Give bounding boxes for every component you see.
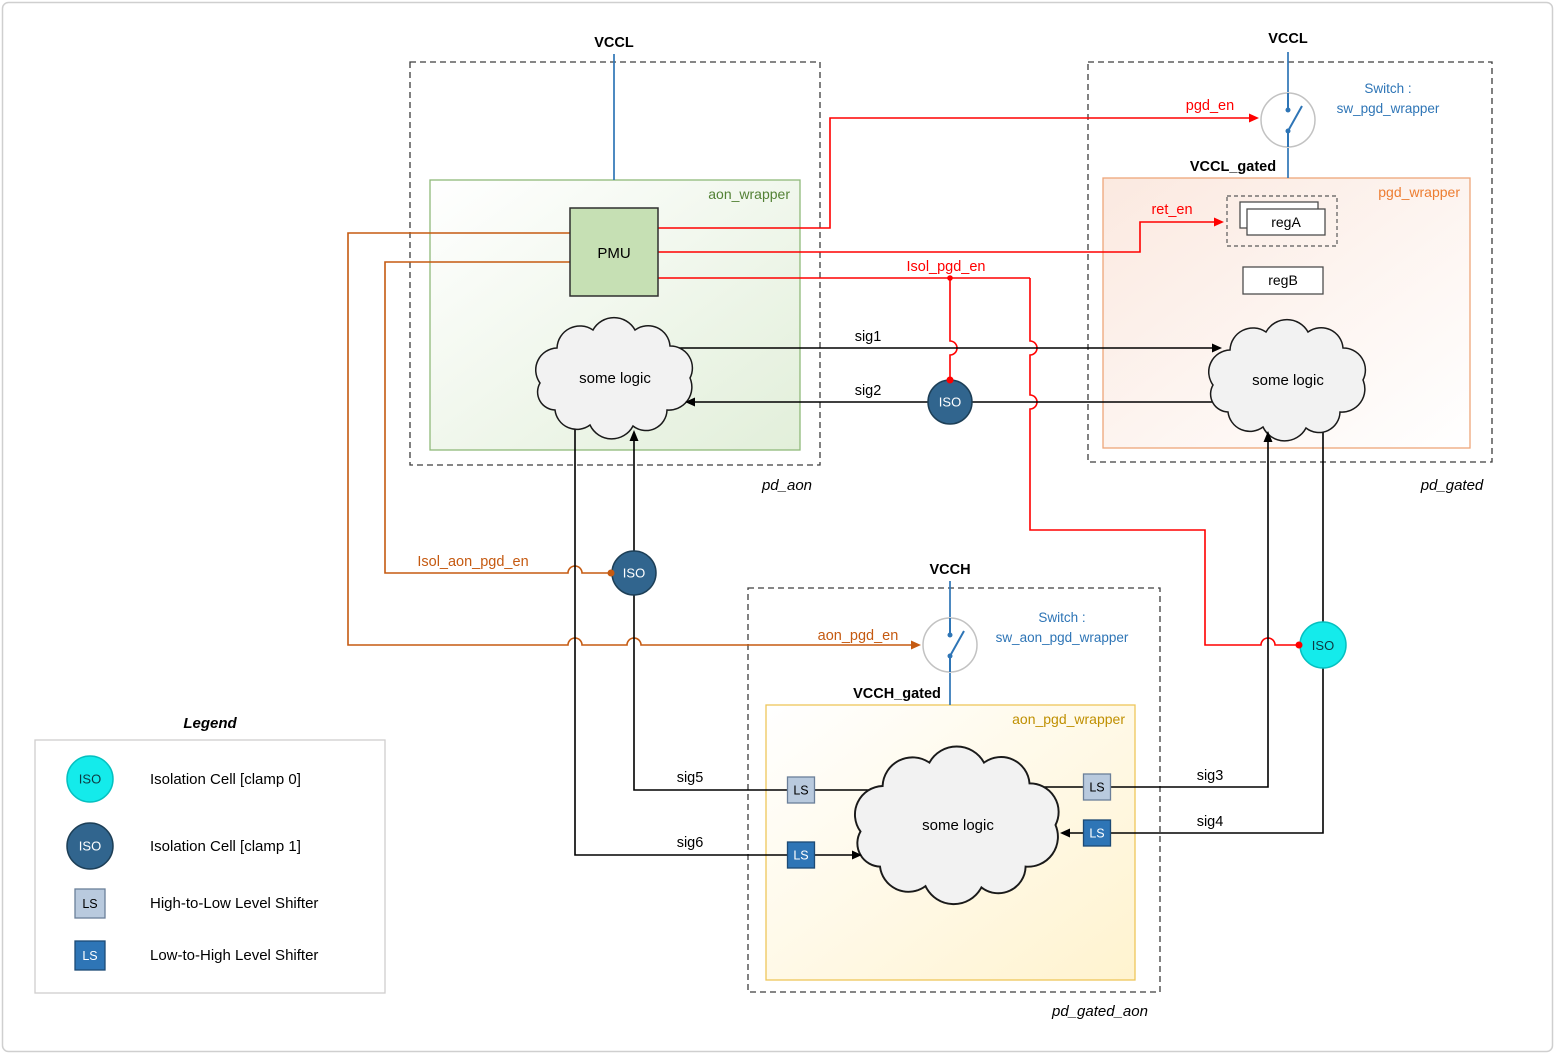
reg-b-label: regB [1268, 272, 1298, 288]
aon-pgd-en-arrowhead [911, 640, 921, 650]
sig6-label: sig6 [677, 835, 704, 851]
pgd-wrapper-label: pgd_wrapper [1378, 184, 1460, 200]
ret-en-label: ret_en [1151, 202, 1192, 218]
sig4-arrowhead [1060, 828, 1070, 838]
reg-a-label: regA [1271, 214, 1301, 230]
aon-pgd-en-label: aon_pgd_en [818, 628, 899, 644]
switch-contact-dot [947, 653, 953, 659]
sig4-line [1070, 415, 1324, 834]
legend-iso-clamp0-text: ISO [79, 772, 101, 787]
vccl-aon-rail-label: VCCL [594, 35, 634, 51]
sig5-arrowhead [629, 430, 639, 441]
aon-pgd-switch-name: sw_aon_pgd_wrapper [996, 630, 1129, 645]
supply-lines [613, 52, 1289, 705]
isol-aon-pgd-en-line [384, 261, 609, 574]
isol-pgd-en-label: Isol_pgd_en [906, 259, 985, 275]
power-switch-aon-pgd [922, 617, 978, 673]
iso-sig4-text: ISO [1312, 638, 1334, 653]
level-shifter-h2l-sig3 [1082, 773, 1112, 801]
ret-en-arrowhead [1214, 217, 1224, 227]
reg-a-front [1246, 208, 1326, 236]
sig4-label: sig4 [1197, 814, 1224, 830]
pgd-switch-name: sw_pgd_wrapper [1337, 101, 1440, 116]
legend-ls-h2l-text: LS [82, 897, 97, 911]
isol-pgd-en-junction-dot [947, 275, 953, 281]
ls-sig6-text: LS [793, 849, 808, 863]
pd-gated-domain-label: pd_gated [1420, 477, 1484, 494]
legend-iso-clamp1-text: ISO [79, 839, 101, 854]
sig3-arrowhead [1263, 431, 1273, 442]
sig5-label: sig5 [677, 770, 704, 786]
sig2-arrowhead [685, 397, 695, 407]
aon-pgd-en-line [347, 232, 911, 646]
aon-wrapper-label: aon_wrapper [708, 186, 790, 202]
legend-ls-l2h-icon [74, 940, 106, 971]
pd-gated-boundary [1087, 61, 1493, 463]
ls-sig3-text: LS [1089, 781, 1104, 795]
iso-sig5-text: ISO [623, 566, 645, 581]
vcch-rail-label: VCCH [929, 562, 970, 578]
aon-pgd-switch-title: Switch : [1038, 610, 1085, 625]
pgd-switch-title: Switch : [1364, 81, 1411, 96]
vccl-gated-net-label: VCCL_gated [1190, 159, 1276, 175]
pd-aon-boundary [409, 61, 821, 466]
sig3-label: sig3 [1197, 768, 1224, 784]
level-shifter-h2l-sig5 [786, 776, 816, 804]
sig6-line [574, 415, 852, 856]
aon-pgd-logic-label: some logic [922, 817, 994, 834]
pgd-en-line [658, 117, 1249, 229]
sig2-label: sig2 [855, 383, 882, 399]
legend-ls-h2l-label: High-to-Low Level Shifter [150, 895, 318, 912]
ls-sig5-text: LS [793, 784, 808, 798]
pmu-label: PMU [597, 245, 630, 262]
level-shifter-l2h-sig4 [1082, 819, 1112, 847]
legend-iso-clamp1-label: Isolation Cell [clamp 1] [150, 838, 301, 855]
legend-ls-h2l-icon [74, 888, 106, 919]
pgd-en-label: pgd_en [1186, 98, 1234, 114]
isol-aon-pgd-en-label: Isol_aon_pgd_en [417, 554, 528, 570]
iso-sig5-control-dot [607, 569, 615, 577]
pd-gated-aon-domain-label: pd_gated_aon [1051, 1003, 1148, 1020]
iso-sig2-text: ISO [939, 395, 961, 410]
reg-b [1242, 266, 1324, 295]
level-shifter-l2h-sig6 [786, 841, 816, 869]
vccl-gated-rail-label: VCCL [1268, 31, 1308, 47]
pmu-block [569, 207, 659, 297]
pgd-logic-label: some logic [1252, 372, 1324, 389]
legend-title: Legend [183, 715, 237, 732]
iso-sig4-control-dot [1295, 641, 1303, 649]
power-switch-pgd-icon [1287, 93, 1303, 147]
legend-ls-l2h-text: LS [82, 949, 97, 963]
switch-contact-dot [1285, 128, 1291, 134]
reg-a-retention-boundary [1226, 195, 1338, 247]
sig6-arrowhead [852, 850, 862, 860]
legend-ls-l2h-label: Low-to-High Level Shifter [150, 947, 318, 964]
power-switch-pgd [1260, 92, 1316, 148]
switch-contact-dot [947, 632, 953, 638]
ls-sig4-text: LS [1089, 827, 1104, 841]
legend-iso-clamp1-icon [66, 822, 114, 870]
vcch-gated-net-label: VCCH_gated [853, 686, 941, 702]
pd-aon-domain-label: pd_aon [761, 477, 812, 494]
switch-contact-dot [1285, 107, 1291, 113]
aon-logic-label: some logic [579, 370, 651, 387]
legend-iso-clamp0-icon [66, 755, 114, 803]
pgd-en-arrowhead [1249, 113, 1259, 123]
iso-sig2-control-dot [946, 376, 954, 384]
retention-registers [1226, 195, 1338, 295]
power-switch-aon-pgd-icon [949, 618, 965, 672]
arrowheads [607, 113, 1303, 860]
legend: Legend ISO Isolation Cell [clamp 0] ISO … [34, 715, 386, 994]
aon-pgd-wrapper-label: aon_pgd_wrapper [1012, 711, 1125, 727]
sig1-label: sig1 [855, 329, 882, 345]
sig1-arrowhead [1212, 343, 1222, 353]
ret-en-line [658, 221, 1214, 253]
legend-iso-clamp0-label: Isolation Cell [clamp 0] [150, 771, 301, 788]
